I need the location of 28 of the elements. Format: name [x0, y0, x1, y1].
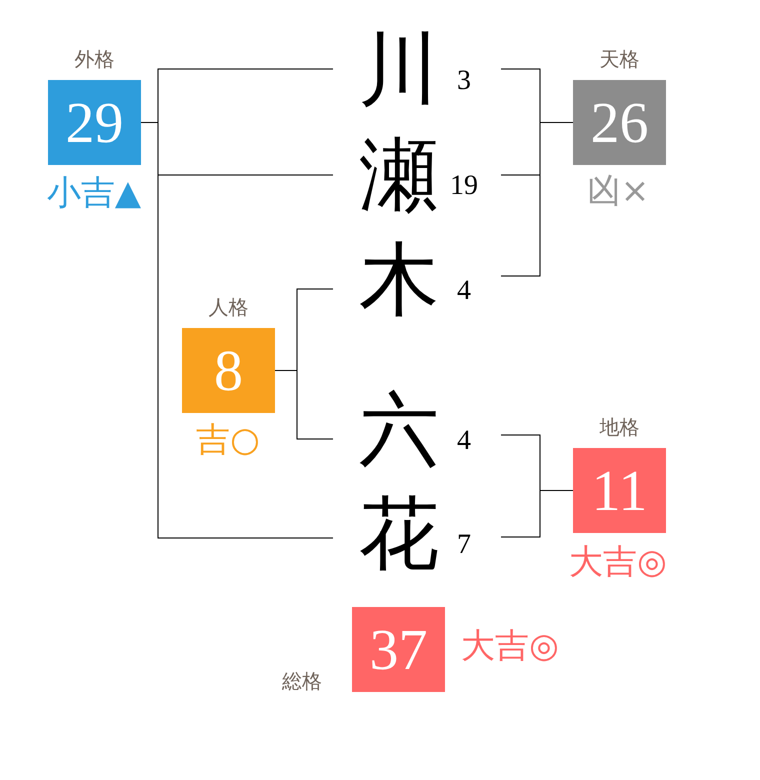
stroke-count: 4 — [457, 275, 471, 307]
score-tile: 8 — [182, 328, 275, 413]
stroke-count: 7 — [457, 529, 471, 561]
fortune-verdict: 吉○ — [196, 420, 260, 460]
name-character: 瀬 — [358, 135, 440, 215]
connector-line — [501, 122, 573, 277]
fortune-verdict: 小吉▲ — [46, 173, 142, 213]
fortune-verdict: 凶× — [586, 171, 650, 211]
stroke-count: 4 — [457, 425, 471, 457]
stroke-count: 3 — [457, 65, 471, 97]
score-tile: 29 — [48, 80, 141, 165]
score-tile: 37 — [352, 607, 445, 692]
name-character: 六 — [358, 390, 440, 470]
name-character: 川 — [358, 30, 440, 110]
fortune-verdict: 大吉◎ — [461, 626, 559, 666]
name-character: 花 — [358, 494, 440, 574]
connector-line — [501, 490, 573, 538]
category-label: 地格 — [600, 414, 640, 440]
fortune-verdict: 大吉◎ — [569, 542, 667, 582]
category-label: 天格 — [600, 46, 640, 72]
name-character: 木 — [358, 240, 440, 320]
connector-line — [275, 370, 333, 440]
score-tile: 26 — [573, 80, 666, 165]
stroke-count: 19 — [450, 170, 478, 202]
score-tile: 11 — [573, 448, 666, 533]
category-label: 外格 — [74, 46, 114, 72]
category-label: 総格 — [282, 668, 322, 694]
category-label: 人格 — [208, 294, 248, 320]
